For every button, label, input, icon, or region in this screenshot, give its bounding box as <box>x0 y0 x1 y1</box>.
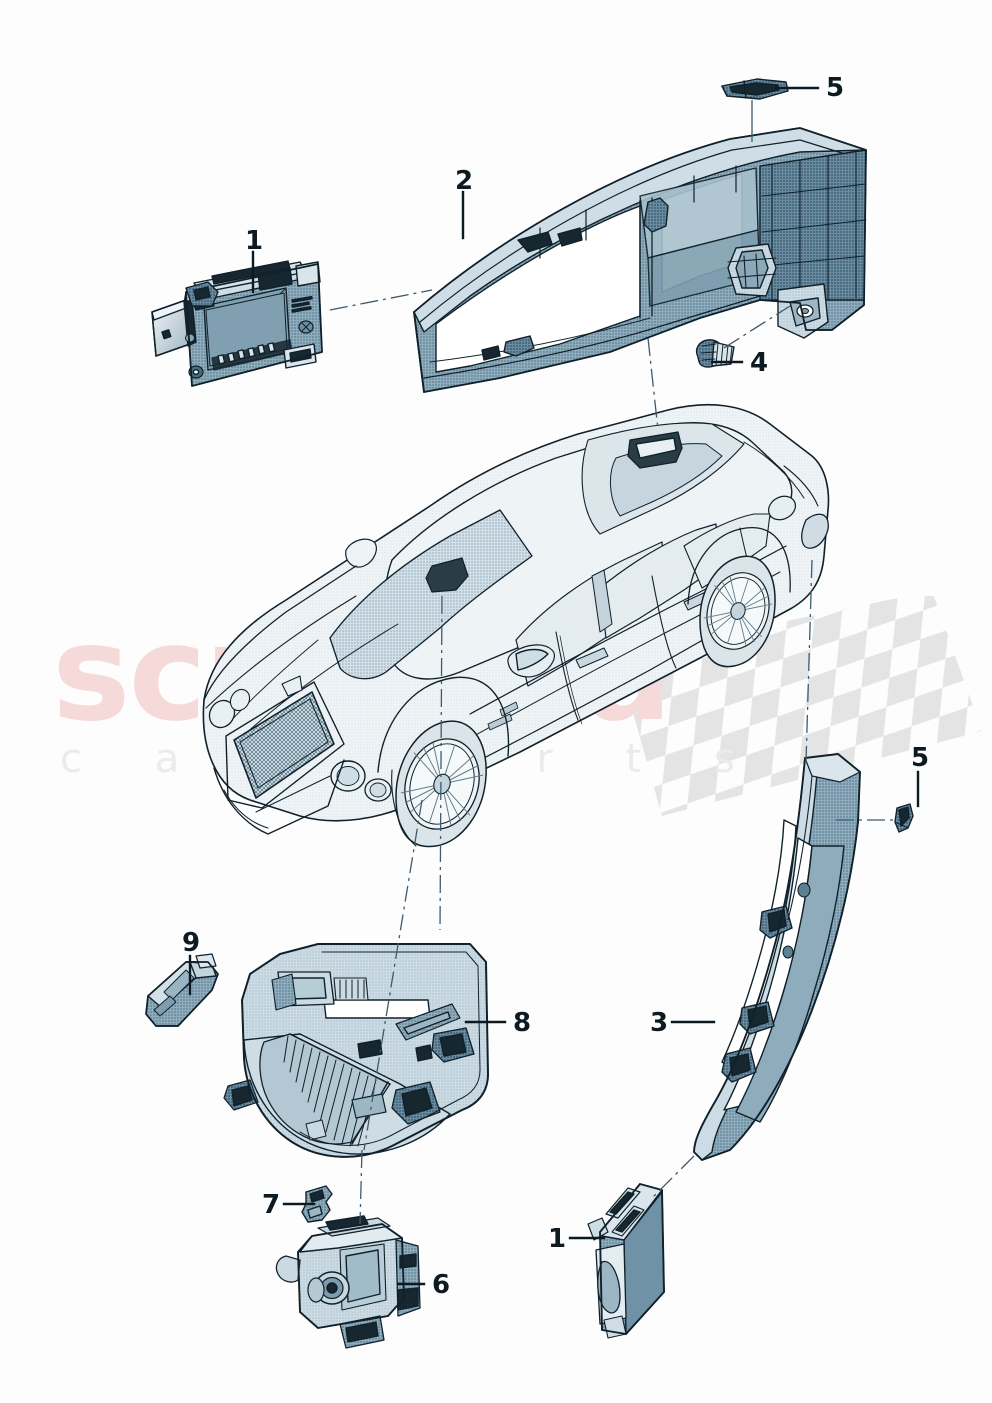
callout-number-3: 3 <box>650 1008 669 1038</box>
callout-number-1-bottom: 1 <box>548 1224 567 1254</box>
part-5-retaining-clip-top <box>721 78 789 100</box>
callout-number-2: 2 <box>455 166 474 196</box>
callout-number-6: 6 <box>432 1270 451 1300</box>
callout-number-1-top: 1 <box>245 226 264 256</box>
part-9-sensor-connector <box>145 953 219 1027</box>
callout-number-5-top: 5 <box>826 73 845 103</box>
callout-number-4: 4 <box>750 348 769 378</box>
part-2-front-bumper-carrier <box>413 127 867 393</box>
part-8-mounting-bracket-housing <box>223 943 489 1158</box>
part-1-control-module-front <box>151 260 323 387</box>
callout-number-8: 8 <box>513 1008 532 1038</box>
part-7-spring-clip <box>301 1185 333 1223</box>
callout-number-7: 7 <box>262 1190 281 1220</box>
part-1-control-module-rear <box>587 1183 665 1339</box>
part-4-tapping-screw <box>695 339 735 368</box>
callout-number-9: 9 <box>182 928 201 958</box>
part-6-camera-unit <box>275 1215 421 1349</box>
callout-number-5-right: 5 <box>911 743 930 773</box>
